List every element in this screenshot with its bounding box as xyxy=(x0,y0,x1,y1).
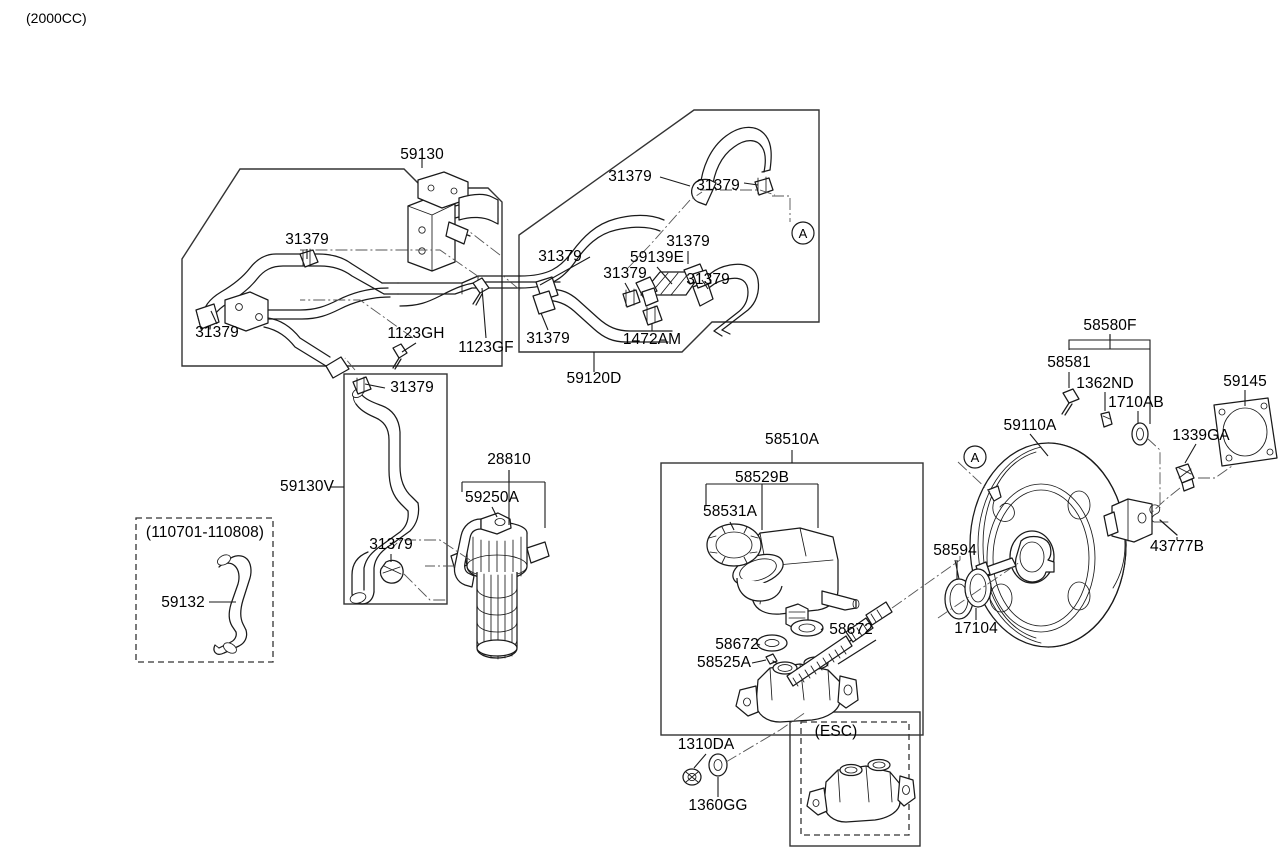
callout-31379: 31379 xyxy=(369,536,413,553)
callout-1310DA: 1310DA xyxy=(677,736,735,753)
clamp-31379-right xyxy=(692,269,712,289)
callout-1339GA: 1339GA xyxy=(1172,427,1230,444)
callout-28810: 28810 xyxy=(487,451,531,468)
group-box-59130V xyxy=(330,373,448,605)
callout-1472AM: 1472AM xyxy=(622,331,682,348)
callout-31379: 31379 xyxy=(603,265,647,282)
callout-58581: 58581 xyxy=(1047,354,1091,371)
grommet-1360GG xyxy=(708,753,728,777)
callout-59110A: 59110A xyxy=(1003,417,1057,434)
callout-31379: 31379 xyxy=(696,177,740,194)
clamp-31379-mid2 xyxy=(641,287,659,307)
ref-marker-a-top: A xyxy=(798,226,808,241)
callout-31379: 31379 xyxy=(285,231,329,248)
diagram-title: (2000CC) xyxy=(26,10,87,26)
nut-1362ND xyxy=(1100,411,1113,428)
callout-58525A: 58525A xyxy=(696,654,752,671)
callout-43777B: 43777B xyxy=(1149,538,1205,555)
pushrod-spring xyxy=(786,601,893,687)
assembly-59132 xyxy=(209,554,252,655)
assembly-59110A xyxy=(937,334,1278,648)
clamp-31379-topright xyxy=(754,176,774,196)
callout-31379: 31379 xyxy=(390,379,434,396)
ref-marker-a-bottom: A xyxy=(970,450,980,465)
callout-58594: 58594 xyxy=(933,542,977,559)
callout-59130V: 59130V xyxy=(279,478,335,495)
callout-58580F: 58580F xyxy=(1083,317,1137,334)
bolt-1123GF xyxy=(472,277,490,306)
clip-43777B xyxy=(1149,504,1178,536)
callout-58529B: 58529B xyxy=(734,469,790,486)
clamp-31379-59130V-bot xyxy=(379,559,404,584)
group-box-58510A xyxy=(660,450,924,736)
callout-58672: 58672 xyxy=(829,621,873,638)
group-box-110701-110808 xyxy=(135,517,274,663)
bolt-1123GH xyxy=(392,343,408,370)
callout-1362ND: 1362ND xyxy=(1076,375,1134,392)
clamp-31379-59130V-top xyxy=(352,376,372,395)
clamp-31379-a xyxy=(299,248,319,268)
callout-58672: 58672 xyxy=(715,636,759,653)
assembly-59130V xyxy=(344,357,447,605)
oring-17104 xyxy=(964,568,992,608)
callout-31379: 31379 xyxy=(526,330,570,347)
grommet-58672-b xyxy=(756,634,788,652)
bolt-58581 xyxy=(1061,388,1080,416)
esc-master-cylinder xyxy=(806,758,916,823)
callout-59132: 59132 xyxy=(161,594,205,611)
washer-1710AB xyxy=(1131,422,1149,446)
callout-31379: 31379 xyxy=(608,168,652,185)
callout-1123GH: 1123GH xyxy=(387,325,445,342)
callout-59250A: 59250A xyxy=(464,489,520,506)
callout-1360GG: 1360GG xyxy=(688,797,748,814)
assembly-58510A xyxy=(682,521,961,823)
callout-17104: 17104 xyxy=(954,620,998,637)
callout-1123GF: 1123GF xyxy=(458,339,514,356)
clamp-1472AM xyxy=(642,305,663,326)
callout-59145: 59145 xyxy=(1223,373,1267,390)
callout-31379: 31379 xyxy=(195,324,239,341)
callout-59120D: 59120D xyxy=(566,370,622,387)
callout-58510A: 58510A xyxy=(764,431,820,448)
gasket-59145 xyxy=(1213,397,1278,467)
group-box-59130 xyxy=(181,150,503,367)
leader-lines xyxy=(210,176,1150,797)
assembly-59120D xyxy=(501,126,791,343)
callout-58531A: 58531A xyxy=(702,503,758,520)
callout-59139E: 59139E xyxy=(629,249,685,266)
callout-31379: 31379 xyxy=(686,271,730,288)
callout-31379: 31379 xyxy=(666,233,710,250)
callout-date-range: (110701-110808) xyxy=(145,524,265,541)
callout-esc: (ESC) xyxy=(814,723,858,740)
group-box-59120D xyxy=(518,109,820,372)
callout-31379: 31379 xyxy=(538,248,582,265)
clamp-31379-mid1 xyxy=(622,288,641,308)
callout-1710AB: 1710AB xyxy=(1108,394,1164,411)
callout-59130: 59130 xyxy=(400,146,444,163)
assembly-28810 xyxy=(391,506,550,660)
nut-1339GA xyxy=(1175,463,1195,492)
washer-1310DA xyxy=(682,768,702,786)
